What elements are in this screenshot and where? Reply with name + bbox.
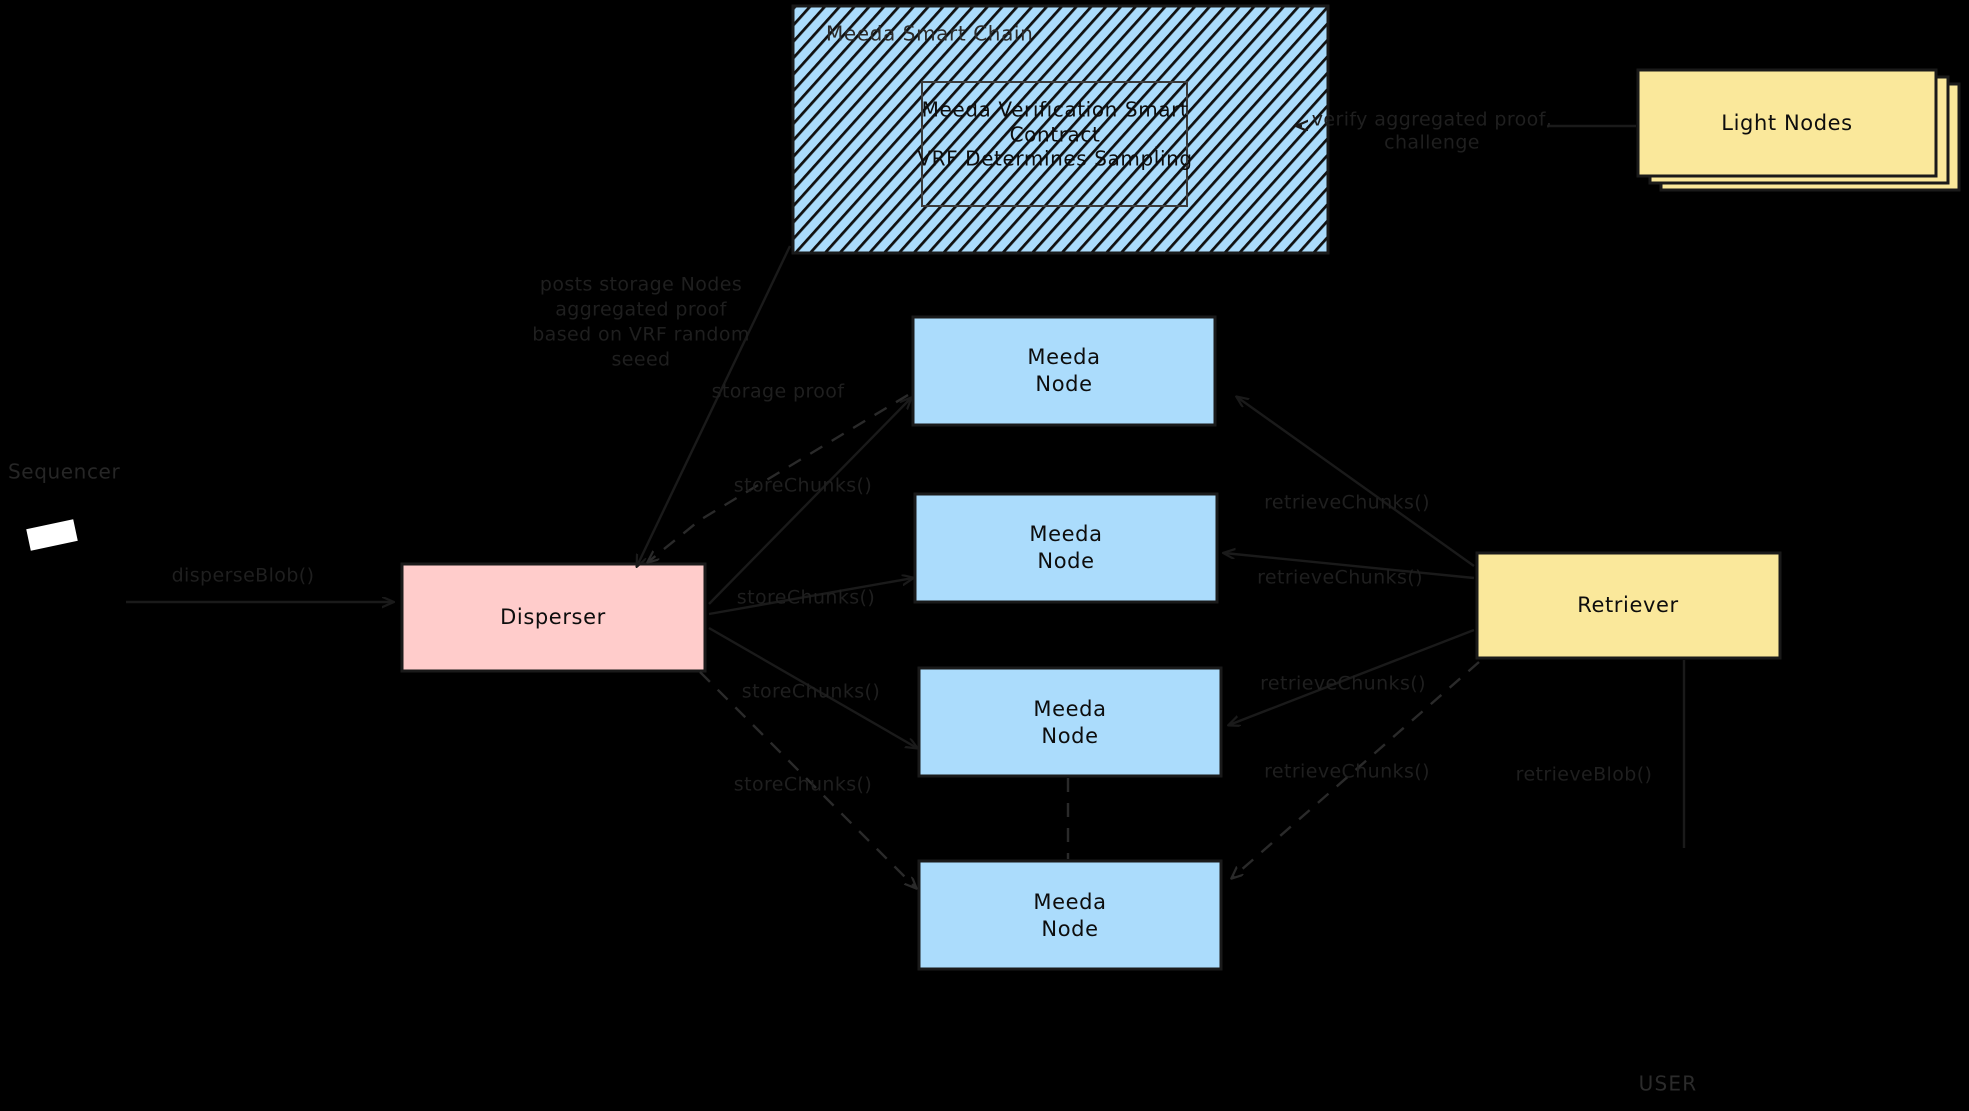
edge-label-retrieve-chunks-1: retrieveChunks() — [1264, 492, 1430, 514]
edge-line-store-chunks-2 — [708, 578, 913, 616]
edge-label-retrieve-chunks-4: retrieveChunks() — [1264, 761, 1430, 783]
edge-label-disperse-blob: disperseBlob() — [172, 565, 315, 587]
edge-label-posts-proof-line4: seeed — [611, 349, 670, 371]
meeda-node-3-box[interactable] — [917, 666, 1223, 778]
smart-chain-container[interactable] — [791, 4, 1330, 255]
node-meeda-node-3[interactable]: Meeda Node — [917, 666, 1223, 778]
edge-store-chunks-3: storeChunks() — [708, 626, 917, 748]
edge-line-retrieve-chunks-3 — [1229, 628, 1475, 725]
disperser-label: Disperser — [500, 605, 606, 629]
edge-label-storage-proof: storage proof — [712, 381, 846, 403]
light-nodes-box[interactable] — [1636, 68, 1938, 178]
smart-chain-title: Meeda Smart Chain — [826, 22, 1033, 46]
meeda-node-3-label-line1: Meeda — [1033, 697, 1106, 721]
edge-line-store-chunks-4 — [699, 671, 916, 888]
edge-storage-proof: storage proof — [648, 381, 909, 563]
meeda-node-1-label-line1: Meeda — [1027, 345, 1100, 369]
actor-user[interactable]: USER — [1639, 1072, 1698, 1096]
verification-contract-line3: VRF Determines Sampling — [917, 147, 1192, 171]
edge-disperse-blob: disperseBlob() — [126, 565, 393, 603]
edge-verify-aggregated-proof: verify aggregated proof, challenge — [1297, 109, 1636, 154]
sequencer-label: Sequencer — [8, 460, 120, 484]
edge-posts-aggregated-proof: posts storage Nodes aggregated proof bas… — [532, 245, 792, 566]
edge-store-chunks-2: storeChunks() — [708, 578, 913, 616]
meeda-node-3-label-line2: Node — [1041, 724, 1098, 748]
meeda-node-1-box[interactable] — [911, 315, 1217, 427]
edge-label-verify-proof-line1: verify aggregated proof, — [1312, 109, 1553, 131]
user-label: USER — [1639, 1072, 1698, 1096]
actor-sequencer[interactable]: Sequencer — [8, 460, 120, 551]
edge-label-verify-proof-line2: challenge — [1384, 132, 1480, 154]
node-meeda-node-2[interactable]: Meeda Node — [913, 492, 1219, 604]
edge-retrieve-chunks-3: retrieveChunks() — [1229, 628, 1475, 725]
edge-label-posts-proof-line1: posts storage Nodes — [540, 274, 742, 296]
meeda-node-4-label-line1: Meeda — [1033, 890, 1106, 914]
meeda-node-2-box[interactable] — [913, 492, 1219, 604]
node-meeda-node-4[interactable]: Meeda Node — [917, 859, 1223, 971]
edge-retrieve-chunks-4: retrieveChunks() — [1232, 661, 1480, 878]
edge-retrieve-blob: retrieveBlob() — [1516, 660, 1686, 848]
edge-label-retrieve-chunks-2: retrieveChunks() — [1257, 567, 1423, 589]
edge-retrieve-chunks-1: retrieveChunks() — [1237, 397, 1475, 567]
edge-line-retrieve-chunks-2 — [1224, 553, 1475, 580]
meeda-node-2-label-line1: Meeda — [1029, 522, 1102, 546]
meeda-node-4-label-line2: Node — [1041, 917, 1098, 941]
node-disperser[interactable]: Disperser — [400, 562, 707, 673]
retriever-label: Retriever — [1577, 593, 1679, 617]
node-light-nodes[interactable]: Light Nodes — [1636, 68, 1961, 192]
verification-contract-line2: Contract — [1010, 123, 1101, 147]
edge-label-retrieve-chunks-3: retrieveChunks() — [1260, 673, 1426, 695]
edge-line-posts-proof — [637, 245, 792, 566]
edge-line-store-chunks-3 — [708, 626, 917, 748]
edge-label-posts-proof-line2: aggregated proof — [555, 299, 727, 321]
verification-contract-container[interactable] — [921, 81, 1188, 207]
edge-label-store-chunks-1: storeChunks() — [734, 475, 872, 497]
edge-label-store-chunks-4: storeChunks() — [734, 774, 872, 796]
edge-line-retrieve-chunks-4 — [1232, 661, 1480, 878]
edge-label-store-chunks-3: storeChunks() — [742, 681, 880, 703]
edge-line-storage-proof — [648, 393, 909, 562]
edge-line-store-chunks-1 — [708, 398, 911, 605]
edge-line-retrieve-chunks-1 — [1237, 397, 1475, 567]
edge-label-store-chunks-2: storeChunks() — [737, 587, 875, 609]
edge-label-retrieve-blob: retrieveBlob() — [1516, 764, 1653, 786]
verification-contract-line1: Meeda Verification Smart — [922, 98, 1189, 122]
edge-label-posts-proof-line3: based on VRF random — [532, 324, 750, 346]
disperser-box[interactable] — [400, 562, 707, 673]
edge-retrieve-chunks-2: retrieveChunks() — [1224, 553, 1475, 589]
light-nodes-label: Light Nodes — [1721, 111, 1852, 135]
meeda-node-2-label-line2: Node — [1037, 549, 1094, 573]
sequencer-glyph — [26, 519, 78, 551]
edge-store-chunks-4: storeChunks() — [699, 671, 916, 888]
edge-store-chunks-1: storeChunks() — [708, 398, 911, 605]
retriever-box[interactable] — [1475, 551, 1782, 660]
meeda-node-1-label-line2: Node — [1035, 372, 1092, 396]
meeda-node-4-box[interactable] — [917, 859, 1223, 971]
node-retriever[interactable]: Retriever — [1475, 551, 1782, 660]
node-meeda-node-1[interactable]: Meeda Node — [911, 315, 1217, 427]
group-meeda-smart-chain[interactable]: Meeda Smart Chain Meeda Verification Sma… — [791, 4, 1330, 255]
